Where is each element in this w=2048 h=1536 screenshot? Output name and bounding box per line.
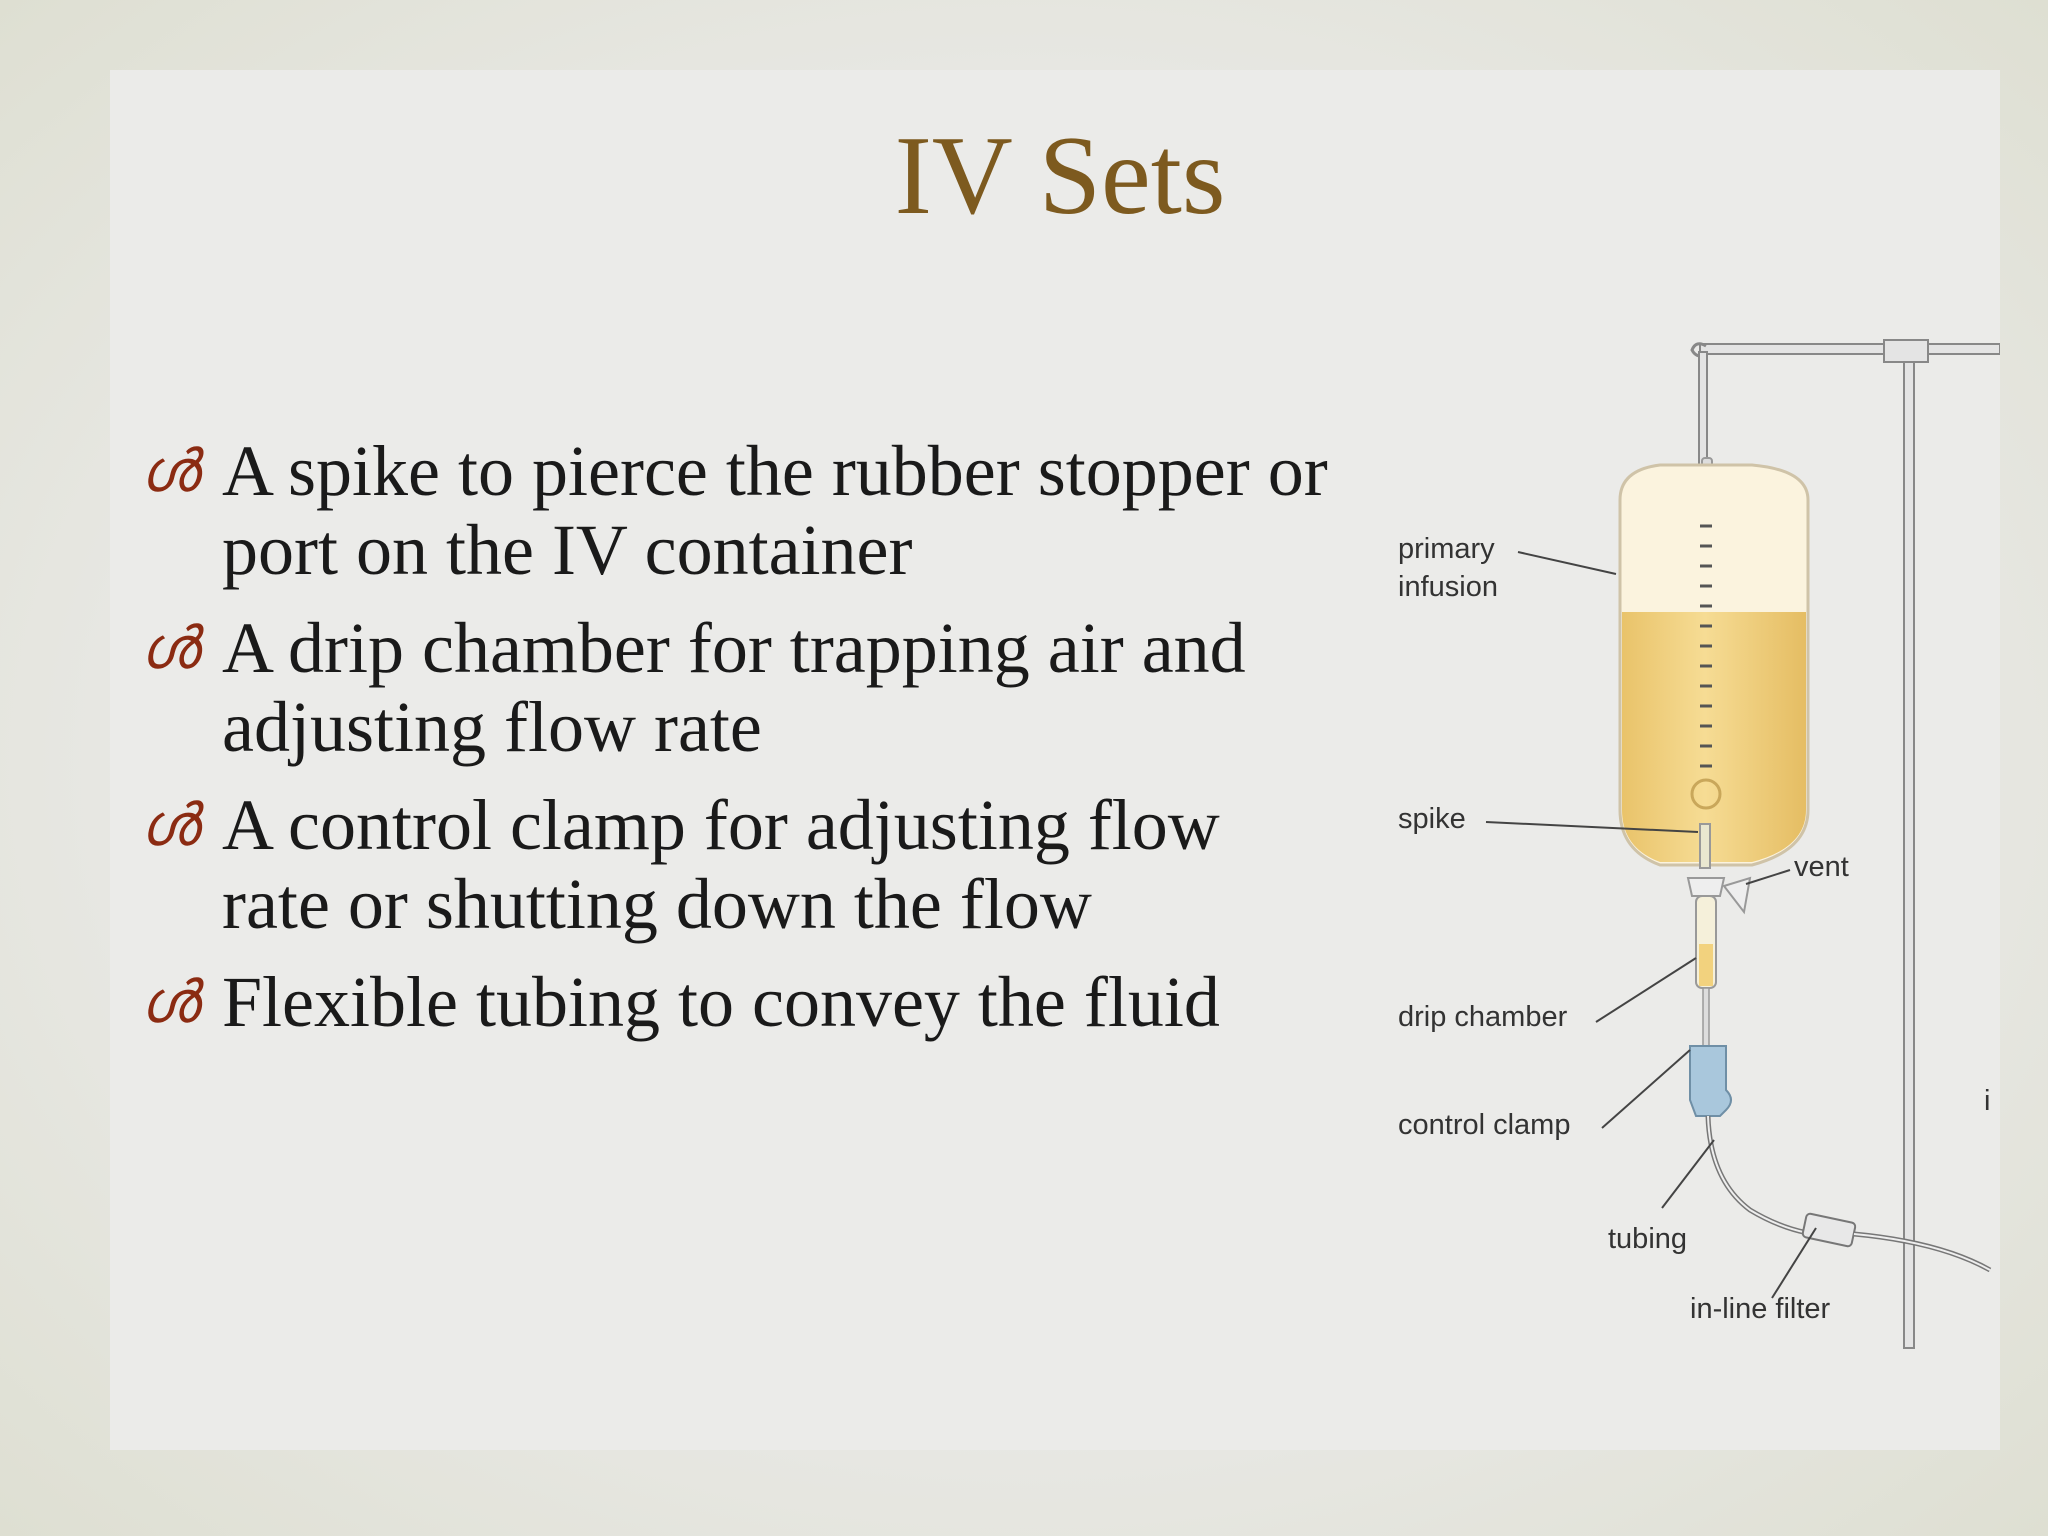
label-edge-mark: i (1984, 1085, 1990, 1117)
tubing-part (1705, 1115, 1992, 1273)
bullet-marker-icon: ൾ (140, 614, 198, 682)
label-drip-chamber: drip chamber (1398, 1001, 1568, 1033)
bullet-text: Flexible tubing to convey the fluid (222, 962, 1220, 1042)
iv-pole (1690, 339, 2000, 1349)
label-inline-filter: in-line filter (1690, 1293, 1831, 1325)
bullet-item-tubing: ൾ Flexible tubing to convey the fluid (140, 963, 1340, 1042)
bullet-list: ൾ A spike to pierce the rubber stopper o… (140, 432, 1340, 1061)
label-spike: spike (1398, 803, 1466, 835)
bullet-item-spike: ൾ A spike to pierce the rubber stopper o… (140, 432, 1340, 590)
label-control-clamp: control clamp (1398, 1109, 1570, 1141)
leader-lines (1485, 551, 1817, 1299)
label-tubing: tubing (1608, 1223, 1687, 1255)
control-clamp-part (1689, 1045, 1732, 1117)
label-primary-infusion-line2: infusion (1398, 571, 1498, 603)
bullet-marker-icon: ൾ (140, 437, 198, 505)
bullet-item-control-clamp: ൾ A control clamp for adjusting flow rat… (140, 786, 1340, 944)
iv-set-diagram: primary infusion spike vent drip chamber… (1398, 339, 2000, 1349)
bullet-marker-icon: ൾ (140, 968, 198, 1036)
bullet-item-drip-chamber: ൾ A drip chamber for trapping air and ad… (140, 609, 1340, 767)
label-vent: vent (1794, 851, 1849, 883)
bullet-text: A spike to pierce the rubber stopper or … (222, 431, 1328, 590)
label-primary-infusion-line1: primary (1398, 533, 1495, 565)
bullet-marker-icon: ൾ (140, 791, 198, 859)
slide-title: IV Sets (894, 114, 1226, 238)
infusion-bag (1618, 457, 1810, 867)
bullet-text: A drip chamber for trapping air and adju… (222, 608, 1246, 767)
bullet-text: A control clamp for adjusting flow rate … (222, 785, 1220, 944)
